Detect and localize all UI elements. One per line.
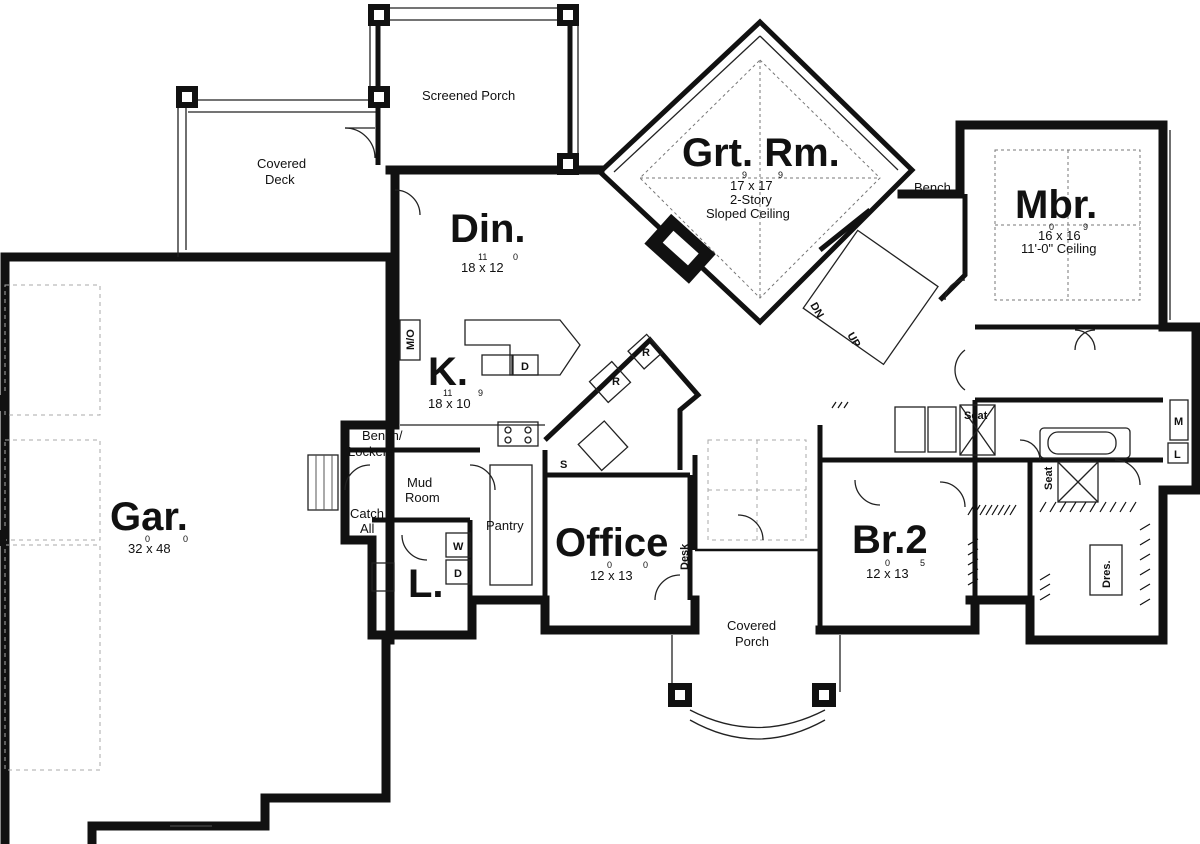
garage-dims-sup-b: 0 xyxy=(183,534,188,544)
kitchen-name: K. xyxy=(428,350,468,394)
dresser-label: Dres. xyxy=(1101,560,1113,588)
great-room-dims-sup-a: 9 xyxy=(742,170,747,180)
mud-room-line2: Room xyxy=(405,490,440,505)
stairs-up-label: UP xyxy=(844,331,862,350)
bench-lockers-line1: Bench/ xyxy=(362,428,403,443)
covered-porch xyxy=(671,635,841,740)
covered-porch-line1: Covered xyxy=(727,618,776,633)
washer-label: W xyxy=(453,541,464,553)
pantry-label: Pantry xyxy=(486,518,524,533)
bedroom-2-dims-sup-a: 0 xyxy=(885,558,890,568)
great-room-note-2: Sloped Ceiling xyxy=(706,206,790,221)
master-bedroom-name: Mbr. xyxy=(1015,183,1097,227)
dryer-label: D xyxy=(454,568,462,580)
posts xyxy=(176,4,836,707)
refrigerator-label-1: R xyxy=(612,376,620,388)
kitchen-dims: 18 x 10 xyxy=(428,396,471,411)
catch-all-line2: All xyxy=(360,521,375,536)
master-bedroom-dims-sup-b: 9 xyxy=(1083,222,1088,232)
master-bedroom-note: 11'-0" Ceiling xyxy=(1021,241,1097,256)
office-name: Office xyxy=(555,521,668,565)
master-bedroom-dims-sup-a: 0 xyxy=(1049,222,1054,232)
master-bedroom-dims: 16 x 16 xyxy=(1038,228,1081,243)
m-label: M xyxy=(1174,416,1183,428)
kitchen-dims-sup-b: 9 xyxy=(478,388,483,398)
refrigerator-label-2: R xyxy=(642,347,650,359)
stairs-down-label: DN xyxy=(807,301,825,321)
dining-dims-sup-a: 11 xyxy=(478,252,487,262)
bench-label: Bench xyxy=(914,180,951,195)
doors xyxy=(344,189,1141,601)
garage-dims-sup-a: 0 xyxy=(145,534,150,544)
dining-dims-sup-b: 0 xyxy=(513,252,518,262)
office-dims-sup-b: 0 xyxy=(643,560,648,570)
shelf-s-label: S xyxy=(560,459,567,471)
fixtures xyxy=(307,213,1131,596)
covered-deck-label-line2: Deck xyxy=(265,172,295,187)
garage-name: Gar. xyxy=(110,495,188,539)
kitchen-dims-sup-a: 11 xyxy=(443,388,452,398)
bedroom-2-name: Br.2 xyxy=(852,518,928,562)
great-room-dims: 17 x 17 xyxy=(730,178,773,193)
catch-all-line1: Catch xyxy=(350,506,384,521)
great-room-dims-sup-b: 9 xyxy=(778,170,783,180)
dining-dims: 18 x 12 xyxy=(461,260,504,275)
laundry-name: L. xyxy=(408,562,444,606)
great-room-note-1: 2-Story xyxy=(730,192,772,207)
bedroom-2-dims-sup-b: 5 xyxy=(920,558,925,568)
l-label: L xyxy=(1174,449,1181,461)
dining-name: Din. xyxy=(450,207,526,251)
mud-room-line1: Mud xyxy=(407,475,432,490)
closet-shelving xyxy=(831,401,1151,606)
bedroom-2-dims: 12 x 13 xyxy=(866,566,909,581)
covered-porch-line2: Porch xyxy=(735,634,769,649)
garage xyxy=(0,252,395,844)
master-ceiling-detail xyxy=(994,149,1141,301)
screened-porch-label: Screened Porch xyxy=(422,88,515,103)
desk-label: Desk xyxy=(679,543,691,570)
office-dims: 12 x 13 xyxy=(590,568,633,583)
office-dims-sup-a: 0 xyxy=(607,560,612,570)
house-walls xyxy=(340,18,1200,645)
dishwasher-label: D xyxy=(521,361,529,373)
seat-label-1: Seat xyxy=(964,410,988,422)
garage-dims: 32 x 48 xyxy=(128,541,171,556)
seat-label-2: Seat xyxy=(1043,466,1055,490)
covered-deck-label-line1: Covered xyxy=(257,156,306,171)
mo-label: M/O xyxy=(405,329,417,350)
great-room-name: Grt. Rm. xyxy=(682,131,840,175)
bench-lockers-line2: Lockers xyxy=(348,444,394,459)
